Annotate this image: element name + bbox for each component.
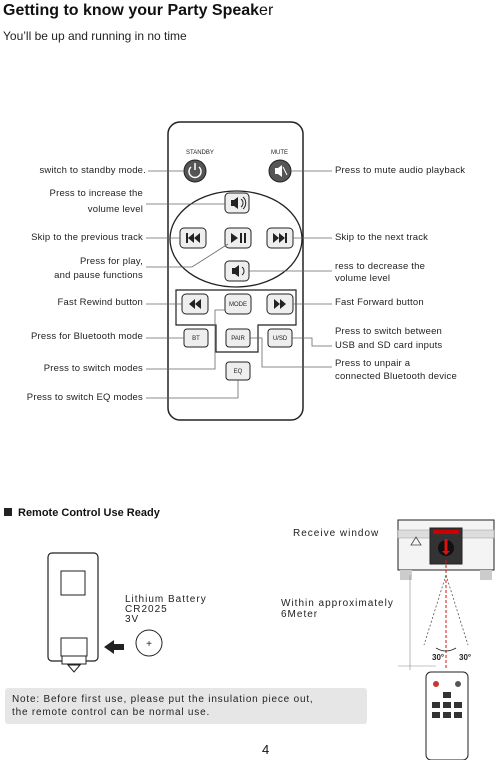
usb-sd-button-label: U/SD <box>273 336 288 342</box>
callout-vol-up-2: volume level <box>87 204 143 215</box>
callout-play-2: and pause functions <box>54 270 143 281</box>
callout-eq: Press to switch EQ modes <box>26 392 143 403</box>
page-title: Getting to know your Party Speaker <box>3 2 274 19</box>
standby-label: STANDBY <box>186 150 214 156</box>
section-heading: Remote Control Use Ready <box>4 507 160 519</box>
callout-play-1: Press for play, <box>79 256 143 267</box>
speaker-mute-icon <box>275 165 282 177</box>
volume-down-icon <box>232 265 239 277</box>
rewind-icon <box>189 299 201 309</box>
callout-mode: Press to switch modes <box>43 363 143 374</box>
receive-window-label: Receive window <box>293 528 380 539</box>
angle-left-label: 30° <box>432 653 444 662</box>
battery-tray <box>60 637 88 657</box>
eq-button-label: EQ <box>234 369 243 375</box>
forward-icon <box>274 299 286 309</box>
callout-prev: Skip to the previous track <box>31 232 143 243</box>
pair-button-label: PAIR <box>231 336 245 342</box>
bt-button-label: BT <box>192 336 200 342</box>
arrow-left-icon <box>104 640 124 654</box>
mode-button <box>224 293 252 315</box>
callout-vol-down-1: ress to decrease the <box>335 261 426 272</box>
bullet-square-icon <box>4 508 12 516</box>
angle-right-label: 30° <box>459 653 471 662</box>
callout-lines <box>146 170 332 399</box>
power-icon <box>188 166 202 179</box>
coin-battery-icon <box>135 629 163 657</box>
callout-rewind: Fast Rewind button <box>57 297 143 308</box>
callout-mute: Press to mute audio playback <box>335 165 466 176</box>
previous-icon <box>186 233 188 243</box>
volume-up-icon <box>231 197 238 209</box>
bottom-group-outline <box>175 289 297 353</box>
next-icon <box>273 233 285 243</box>
mode-button-label: MODE <box>229 302 247 308</box>
callout-pair-2: connected Bluetooth device <box>335 371 457 382</box>
callout-forward: Fast Forward button <box>335 297 424 308</box>
callout-pair-1: Press to unpair a <box>335 358 411 369</box>
play-pause-icon <box>231 233 238 243</box>
callout-vol-up-1: Press to increase the <box>49 188 143 199</box>
callout-vol-down-2: volume level <box>335 273 391 284</box>
callout-next: Skip to the next track <box>335 232 429 243</box>
callout-standby: switch to standby mode. <box>39 165 146 176</box>
page-subtitle: You’ll be up and running in no time <box>3 29 187 43</box>
battery-plus-symbol: + <box>146 639 152 650</box>
mute-label: MUTE <box>271 150 288 156</box>
callout-usb-1: Press to switch between <box>335 326 443 337</box>
signal-arrow <box>442 539 450 555</box>
arrow-down-icon <box>66 664 82 673</box>
note-box: Note: Before first use, please put the i… <box>5 688 367 724</box>
page-number: 4 <box>262 742 270 757</box>
warning-icon <box>410 536 422 546</box>
callout-bt: Press for Bluetooth mode <box>31 331 143 342</box>
callout-usb-2: USB and SD card inputs <box>335 340 443 351</box>
